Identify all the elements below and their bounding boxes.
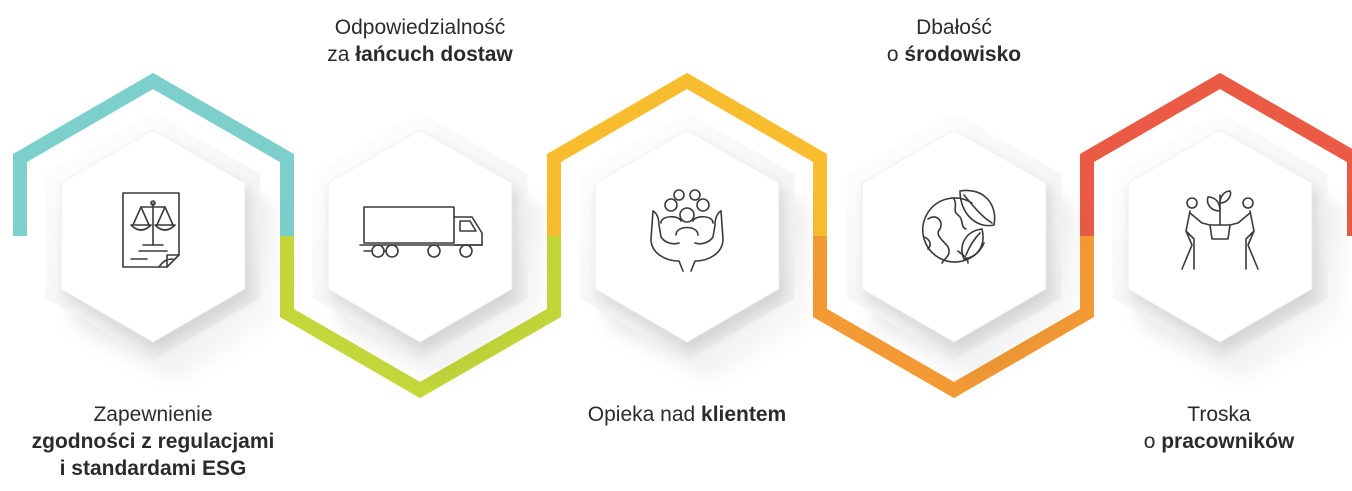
label-employees-line2-bold: pracowników xyxy=(1161,430,1295,453)
hexagon-inner xyxy=(327,129,513,343)
label-compliance-line1: Zapewnienie xyxy=(93,403,213,426)
band-yellow xyxy=(547,72,827,236)
label-environment-line2-regular: o xyxy=(886,43,905,66)
label-environment-line2: o środowisko xyxy=(820,41,1088,68)
label-compliance-line3: i standardami ESG xyxy=(59,457,247,480)
scales-document-icon xyxy=(122,192,180,268)
label-supply-chain-line1: Odpowiedzialność xyxy=(334,16,506,39)
connector-band xyxy=(13,72,1352,399)
hexagon-tile-environment xyxy=(846,112,1077,382)
hexagon-tile-supply-chain xyxy=(312,112,543,382)
hexagon-inner xyxy=(861,129,1047,343)
label-environment: Dbałość o środowisko xyxy=(820,14,1088,68)
label-compliance-line2: zgodności z regulacjami xyxy=(31,430,275,453)
hexagon-tile-customer xyxy=(579,112,810,382)
label-employees: Troska o pracowników xyxy=(1086,401,1352,455)
label-customer-line1-bold: klientem xyxy=(701,403,787,426)
band-orange xyxy=(813,236,1094,399)
hexagon-tiles xyxy=(45,112,1343,382)
band-red xyxy=(1080,72,1352,236)
label-employees-line2: o pracowników xyxy=(1086,428,1352,455)
band-teal xyxy=(13,72,294,236)
label-environment-line2-bold: środowisko xyxy=(904,43,1022,66)
people-in-hands-icon xyxy=(650,189,724,272)
label-compliance: Zapewnienie zgodności z regulacjami i st… xyxy=(14,401,292,482)
label-customer-line1: Opieka nad klientem xyxy=(540,401,834,428)
label-supply-chain: Odpowiedzialność za łańcuch dostaw xyxy=(280,14,560,68)
label-employees-line2-regular: o xyxy=(1143,430,1162,453)
globe-leaf-icon xyxy=(921,189,996,264)
label-supply-chain-line2-regular: za xyxy=(327,43,356,66)
hexagon-inner xyxy=(1127,129,1313,343)
people-planting-icon xyxy=(1181,190,1259,270)
label-employees-line1: Troska xyxy=(1187,403,1251,426)
label-customer-line1-regular: Opieka nad xyxy=(587,403,702,426)
label-supply-chain-line2-bold: łańcuch dostaw xyxy=(355,43,513,66)
hexagon-tile-compliance xyxy=(45,112,276,382)
label-environment-line1: Dbałość xyxy=(916,16,992,39)
label-customer: Opieka nad klientem xyxy=(540,401,834,428)
label-supply-chain-line2: za łańcuch dostaw xyxy=(280,41,560,68)
hexagon-tile-employees xyxy=(1112,112,1343,382)
band-lime xyxy=(280,236,561,399)
hexagon-inner xyxy=(594,129,780,343)
truck-icon xyxy=(359,206,483,258)
